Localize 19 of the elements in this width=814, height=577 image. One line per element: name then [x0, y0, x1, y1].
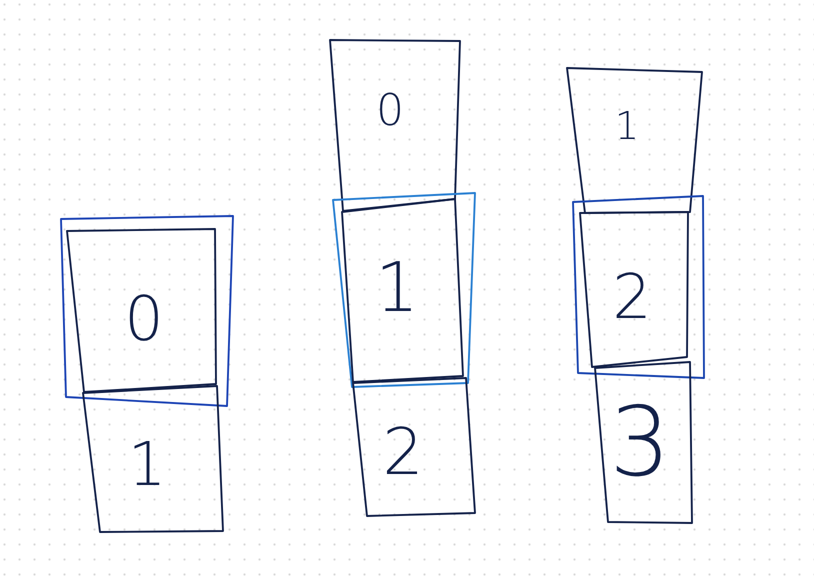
- hand-drawn-box: [327, 37, 463, 214]
- hand-drawn-box: [339, 196, 466, 385]
- box-number: 0: [124, 289, 164, 351]
- highlight-frame: [58, 213, 236, 409]
- hand-drawn-box: [350, 375, 478, 519]
- hand-drawn-box: [64, 226, 219, 395]
- hand-drawn-box: [80, 383, 226, 535]
- box-number: 1: [375, 254, 419, 322]
- hand-drawn-box: [577, 209, 691, 370]
- box-number: 1: [128, 434, 166, 496]
- box-number: 2: [382, 420, 424, 486]
- box-number: 3: [610, 395, 670, 491]
- box-number: 0: [376, 89, 404, 133]
- hand-drawn-box: [592, 359, 695, 526]
- box-number: 1: [614, 108, 640, 146]
- box-number: 2: [612, 267, 652, 329]
- highlight-frame: [570, 193, 707, 381]
- hand-drawn-box: [564, 65, 705, 216]
- highlight-frame: [330, 190, 478, 390]
